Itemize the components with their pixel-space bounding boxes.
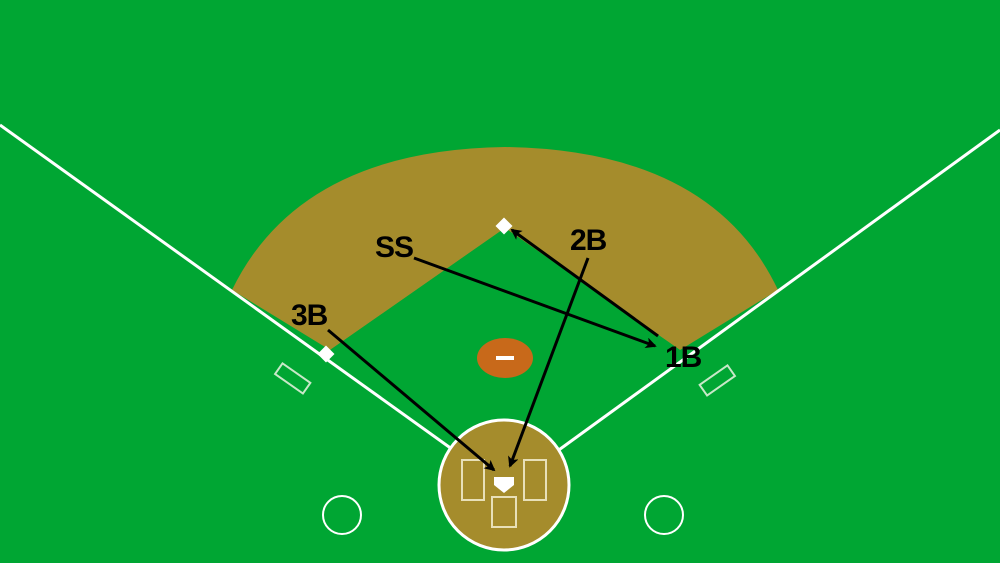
home-plate — [494, 477, 514, 493]
third-base-foul-line — [0, 123, 471, 464]
first-base-foul-line — [544, 128, 1000, 462]
right-batters-box — [523, 459, 547, 501]
arrow-3b-to-home — [327, 328, 496, 472]
label-1b: 1B — [665, 341, 702, 374]
throw-arrows — [327, 228, 659, 472]
arrow-2b-to-home — [508, 257, 590, 468]
third-base — [317, 345, 335, 363]
catchers-box — [491, 496, 517, 528]
arrow-ss-to-1b — [413, 256, 657, 349]
infield-dirt — [232, 147, 778, 350]
label-3b: 3B — [291, 299, 328, 332]
arrow-1b-to-2b — [510, 228, 659, 338]
left-on-deck-circle — [322, 495, 362, 535]
label-ss: SS — [375, 231, 413, 264]
right-on-deck-circle — [644, 495, 684, 535]
third-base-coach-box — [273, 361, 312, 395]
second-base — [495, 217, 513, 235]
pitchers-rubber — [496, 356, 514, 360]
label-2b: 2B — [570, 224, 607, 257]
left-batters-box — [461, 459, 485, 501]
first-base-coach-box — [698, 363, 737, 397]
